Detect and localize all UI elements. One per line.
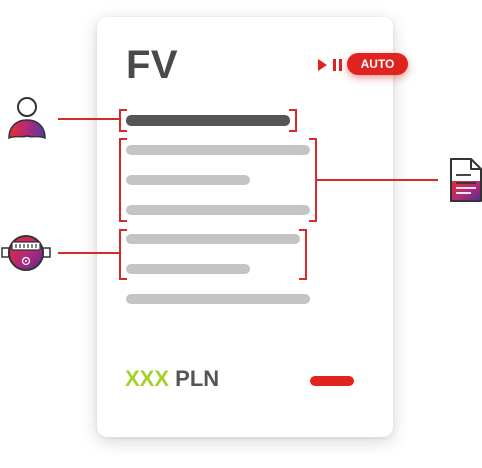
meter-icon (1, 235, 51, 271)
price-row: XXX PLN (125, 366, 219, 392)
meter-bracket-right (299, 229, 307, 280)
auto-badge[interactable]: AUTO (347, 53, 408, 75)
recipient-bracket-right (289, 109, 297, 132)
meter-connector (58, 252, 119, 254)
recipient-bracket-left (119, 109, 127, 132)
pay-button[interactable] (310, 376, 354, 386)
currency-label: PLN (175, 366, 220, 391)
pause-icon[interactable] (333, 59, 342, 71)
invoice-card (97, 17, 393, 437)
content-bracket-right (309, 138, 317, 222)
play-icon[interactable] (318, 59, 327, 71)
content-bracket-left (119, 138, 127, 222)
recipient-line (126, 115, 290, 126)
content-line (126, 294, 310, 304)
content-line (126, 145, 310, 155)
document-connector (317, 179, 438, 181)
meter-line (126, 264, 250, 274)
person-connector (58, 118, 119, 120)
person-icon (8, 97, 46, 140)
document-icon (450, 158, 482, 202)
amount-placeholder: XXX (125, 366, 170, 391)
content-line (126, 205, 310, 215)
invoice-title: FV (126, 43, 179, 87)
meter-line (126, 234, 300, 244)
meter-bracket-left (119, 229, 127, 280)
content-line (126, 175, 250, 185)
